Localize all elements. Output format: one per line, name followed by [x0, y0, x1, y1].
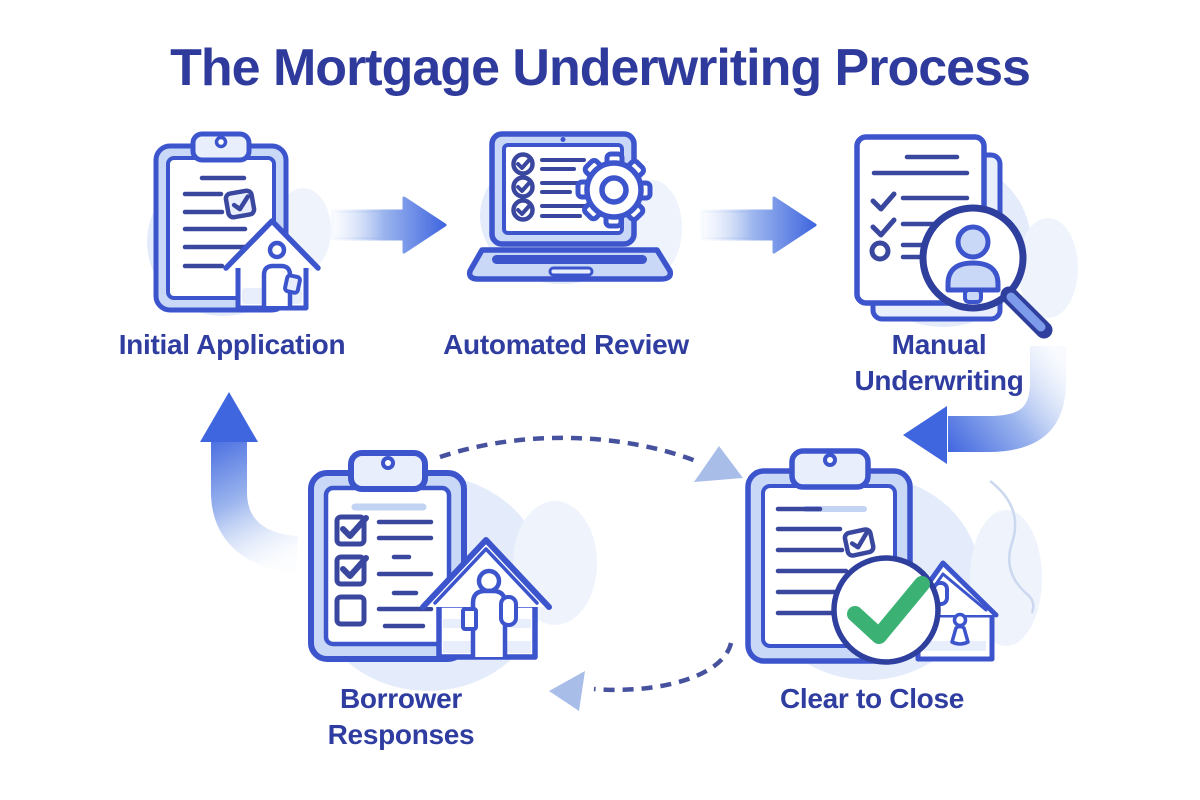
gear-icon	[575, 151, 653, 229]
arrow-initial-to-automated	[330, 196, 447, 254]
document-lines	[182, 175, 248, 269]
step-label-clear-to-close: Clear to Close	[779, 683, 965, 714]
step-icon-initial-application	[147, 131, 331, 316]
step-label-manual-underwriting: Manual Underwriting	[854, 329, 1024, 396]
step-label-borrower-responses: Borrower Responses	[327, 683, 475, 750]
house-icon	[420, 537, 552, 660]
person-icon	[945, 224, 1001, 304]
check-badge-icon	[223, 188, 257, 220]
dashed-arrow-clear-to-borrower	[549, 642, 734, 711]
arrow-automated-to-manual	[700, 196, 817, 254]
step-label-automated-review: Automated Review	[443, 329, 689, 360]
step-icon-automated-review	[466, 131, 682, 284]
laptop-icon	[466, 131, 674, 282]
clipboard-icon	[153, 131, 289, 313]
arrow-borrower-to-initial	[200, 392, 299, 572]
checklist-icon	[511, 152, 590, 222]
check-badge-icon	[842, 527, 876, 558]
step-icon-borrower-responses	[308, 450, 597, 691]
person-icon	[261, 240, 302, 309]
person-icon	[461, 568, 518, 660]
clipboard-icon	[308, 450, 467, 662]
pawn-icon	[950, 612, 970, 646]
arrow-manual-to-clear	[903, 346, 1066, 464]
house-icon	[223, 218, 321, 311]
step-icon-clear-to-close	[745, 448, 1042, 680]
green-check-icon	[831, 555, 941, 665]
page-title: The Mortgage Underwriting Process	[170, 39, 1031, 97]
step-label-initial-application: Initial Application	[118, 329, 346, 360]
step-icon-manual-underwriting	[854, 134, 1078, 339]
dashed-arrow-borrower-to-clear	[439, 435, 743, 482]
checkbox-list-icon	[334, 514, 434, 629]
squiggle-decoration	[989, 480, 1035, 614]
magnifier-icon	[919, 204, 1053, 339]
